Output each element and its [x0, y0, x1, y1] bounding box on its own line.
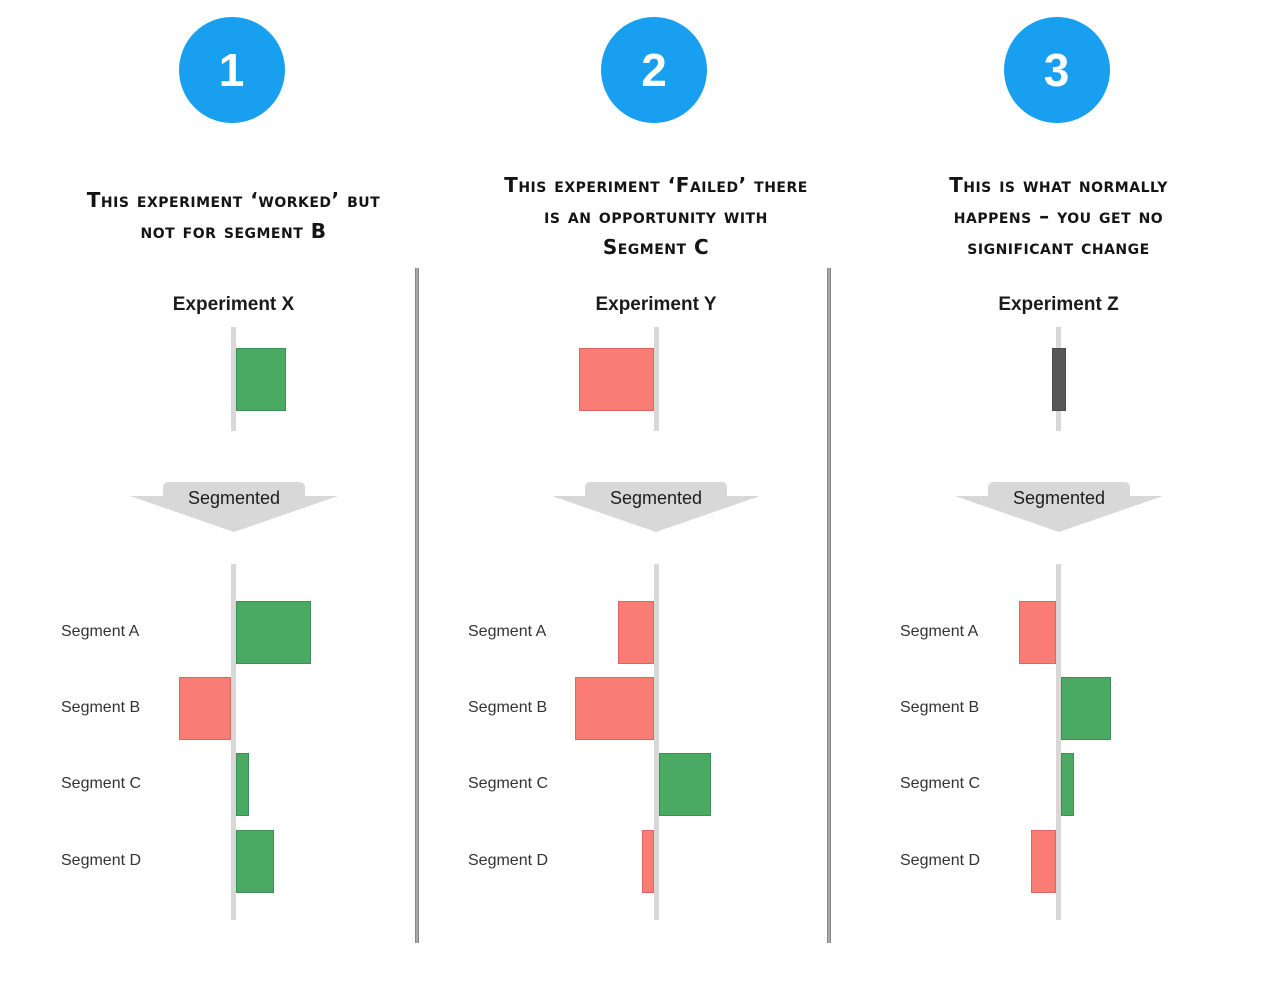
segment-label: Segment D [900, 852, 981, 869]
panel-1: 1 This experiment ‘worked’ but not for se… [0, 0, 415, 988]
segment-bar [1061, 677, 1111, 740]
overall-effect-bar [236, 348, 286, 411]
segment-label: Segment C [900, 775, 981, 792]
segment-label: Segment B [61, 699, 141, 716]
segment-bar [574, 677, 654, 740]
caption: This experiment ‘worked’ but not for segm… [39, 166, 429, 266]
chart-title: Experiment X [172, 294, 295, 315]
step-badge: 2 [601, 17, 707, 123]
segment-bar [236, 830, 274, 893]
chart-title: Experiment Y [595, 294, 717, 315]
step-number: 1 [218, 44, 245, 96]
segment-label: Segment A [468, 623, 547, 640]
segment-label: Segment A [900, 623, 979, 640]
segmented-arrow: Segmented [552, 482, 760, 532]
top-chart-axis [231, 327, 236, 431]
segment-label: Segment D [468, 852, 549, 869]
caption-line: This is what normally [949, 172, 1168, 197]
segment-label: Segment C [61, 775, 142, 792]
segment-label: Segment C [468, 775, 549, 792]
caption-line: This experiment ‘Failed’ there [504, 172, 808, 197]
overall-effect-bar [1051, 348, 1066, 411]
segment-bar [236, 601, 311, 664]
segmented-arrow-label: Segmented [1012, 488, 1104, 508]
segment-chart-axis [653, 564, 659, 920]
segment-label: Segment A [61, 623, 140, 640]
overall-effect-bar [578, 348, 654, 411]
segment-bar [641, 830, 654, 893]
down-arrow-shape [552, 482, 760, 532]
segment-chart-axis [231, 564, 236, 920]
down-arrow-shape [954, 482, 1163, 532]
chart-title: Experiment Z [998, 294, 1119, 315]
segmented-arrow: Segmented [129, 482, 338, 532]
column-divider [827, 268, 831, 943]
segment-label: Segment B [468, 699, 548, 716]
caption-line: This experiment ‘worked’ but [86, 188, 381, 212]
down-arrow-shape [129, 482, 338, 532]
caption: This experiment ‘Failed’ there is an oppo… [461, 166, 851, 266]
segment-bar [1019, 601, 1056, 664]
caption: This is what normally happens – you get n… [864, 166, 1254, 266]
segment-bar [179, 677, 231, 740]
panel-2: 2 This experiment ‘Failed’ there is an op… [417, 0, 827, 988]
step-badge: 1 [178, 17, 285, 123]
segment-label: Segment B [900, 699, 980, 716]
segmented-arrow: Segmented [954, 482, 1163, 532]
caption-line: is an opportunity with [544, 203, 768, 228]
top-chart-axis [653, 327, 659, 431]
segment-bar [236, 753, 249, 816]
segment-label: Segment D [61, 852, 142, 869]
step-number: 3 [1043, 44, 1070, 96]
segmented-arrow-label: Segmented [187, 488, 279, 508]
segment-bar [1061, 753, 1074, 816]
caption-line: significant change [967, 234, 1150, 259]
segmented-arrow-label: Segmented [610, 488, 702, 508]
step-badge: 3 [1003, 17, 1110, 123]
segment-bar [658, 753, 711, 816]
segment-bar [1031, 830, 1056, 893]
step-number: 2 [641, 44, 667, 96]
segment-bar [617, 601, 654, 664]
caption-line: happens – you get no [953, 203, 1164, 228]
segment-chart-axis [1056, 564, 1061, 920]
caption-line: not for segment B [140, 219, 327, 243]
column-divider [415, 268, 419, 943]
caption-line: Segment C [602, 234, 710, 259]
panel-3: 3 This is what normally happens – you get… [831, 0, 1280, 988]
